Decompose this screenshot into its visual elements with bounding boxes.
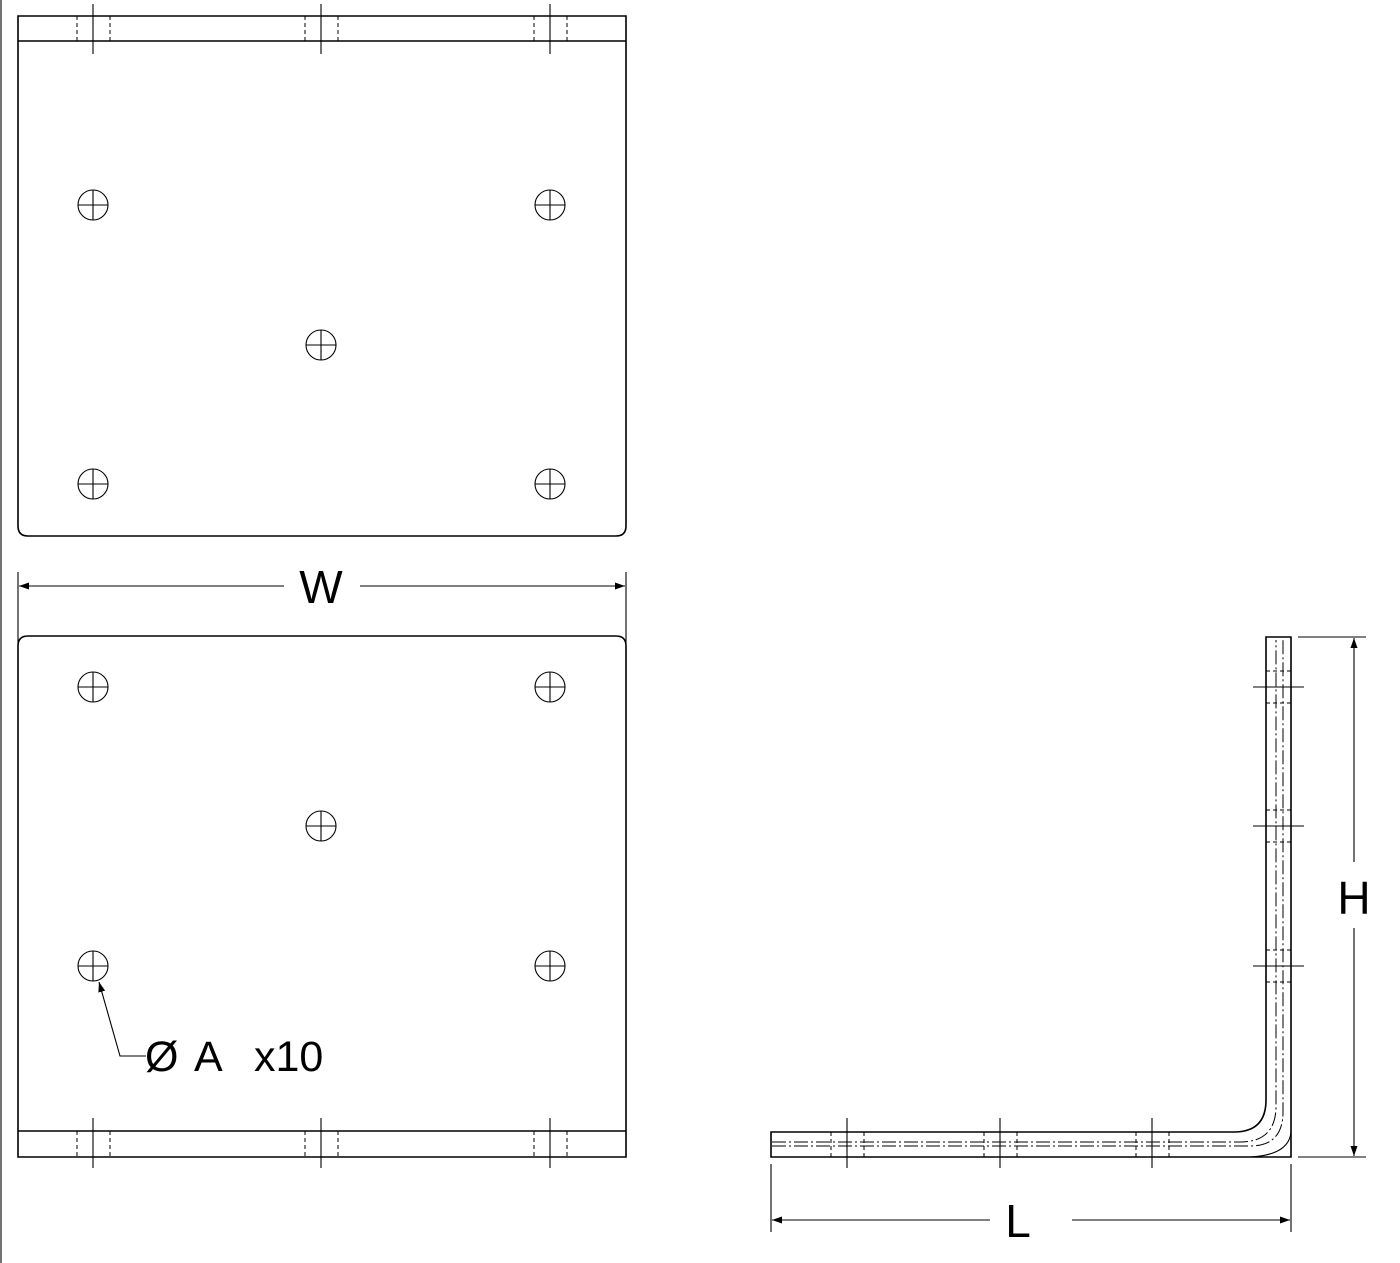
section-hole [1253, 670, 1304, 704]
height-label: H [1337, 872, 1370, 924]
section-hole [1135, 1118, 1170, 1168]
hole-callout: Ø A x10 [98, 981, 323, 1081]
bottom-plate-outline [17, 635, 627, 1158]
flange-hole [533, 4, 568, 54]
height-dimension: H [1298, 636, 1371, 1158]
hole-symbol [77, 189, 109, 221]
hole-symbol [534, 468, 566, 500]
callout-leader [98, 981, 146, 1057]
section-hole [1253, 949, 1304, 983]
hole-symbol [77, 950, 109, 982]
section-hole [983, 1118, 1018, 1168]
diameter-label: A [194, 1033, 223, 1081]
hole-symbol [305, 329, 337, 361]
angle-centerline-inner [772, 640, 1284, 1147]
angle-outer-contour [770, 636, 1292, 1158]
bottom-plate-holes [77, 671, 566, 982]
length-label: L [1005, 1195, 1031, 1247]
flange-hole [304, 1118, 339, 1168]
width-label: W [299, 561, 343, 613]
hole-symbol [534, 189, 566, 221]
angle-bend-arc [1249, 1131, 1292, 1158]
width-dimension: W [17, 561, 627, 644]
flange-hole [304, 4, 339, 54]
hole-symbol [305, 810, 337, 842]
top-plate-view [17, 4, 627, 537]
section-hole [830, 1118, 865, 1168]
length-dimension: L [770, 1164, 1292, 1247]
top-plate-holes [77, 189, 566, 500]
hole-symbol [77, 468, 109, 500]
top-flange-holes [76, 4, 568, 54]
section-hole [1253, 809, 1304, 843]
hole-quantity: x10 [254, 1033, 323, 1081]
angle-centerline [772, 640, 1277, 1143]
flange-hole [533, 1118, 568, 1168]
top-plate-outline [17, 15, 627, 537]
bottom-flange-holes [76, 1118, 568, 1168]
diameter-symbol: Ø [145, 1033, 178, 1081]
bottom-plate-view: Ø A x10 [17, 635, 627, 1168]
callout-text: Ø A x10 [145, 1033, 323, 1081]
horizontal-leg-holes [830, 1118, 1170, 1168]
vertical-leg-holes [1253, 670, 1304, 983]
flange-hole [76, 1118, 111, 1168]
hole-symbol [534, 671, 566, 703]
side-angle-view [770, 636, 1304, 1168]
hole-symbol [77, 671, 109, 703]
flange-hole [76, 4, 111, 54]
hole-symbol [534, 950, 566, 982]
